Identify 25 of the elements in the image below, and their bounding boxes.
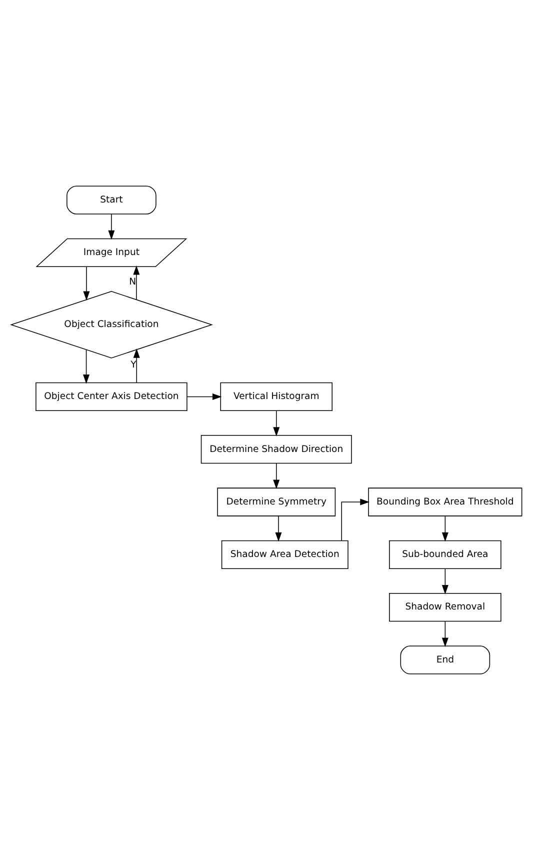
node-box: Start: [66, 186, 156, 214]
node-box: Determine Shadow Direction: [200, 435, 352, 464]
arrow: [442, 516, 448, 542]
node-box: Determine Symmetry: [217, 488, 336, 516]
node-box: Bounding Box Area Threshold: [368, 488, 522, 516]
arrow: [273, 410, 280, 436]
arrow: [83, 349, 90, 384]
arrow: [133, 265, 140, 300]
arrow: [273, 463, 280, 490]
arrow: [275, 516, 282, 542]
node-box: End: [400, 646, 490, 674]
arrow: [442, 621, 448, 647]
node-box: Object Center Axis Detection: [36, 382, 188, 412]
node-box: Vertical Histogram: [220, 382, 332, 412]
arrow: [442, 568, 448, 594]
node-box: Shadow Area Detection: [221, 540, 348, 569]
arrow: [133, 348, 140, 383]
arrow: [186, 393, 222, 400]
arrow: [83, 266, 90, 301]
edge-label: N: [129, 276, 136, 288]
arrow: [341, 498, 370, 541]
node-box: Sub-bounded Area: [389, 540, 502, 569]
edge-label: Y: [130, 359, 136, 370]
arrow: [108, 214, 115, 240]
node-box: Shadow Removal: [389, 592, 502, 622]
